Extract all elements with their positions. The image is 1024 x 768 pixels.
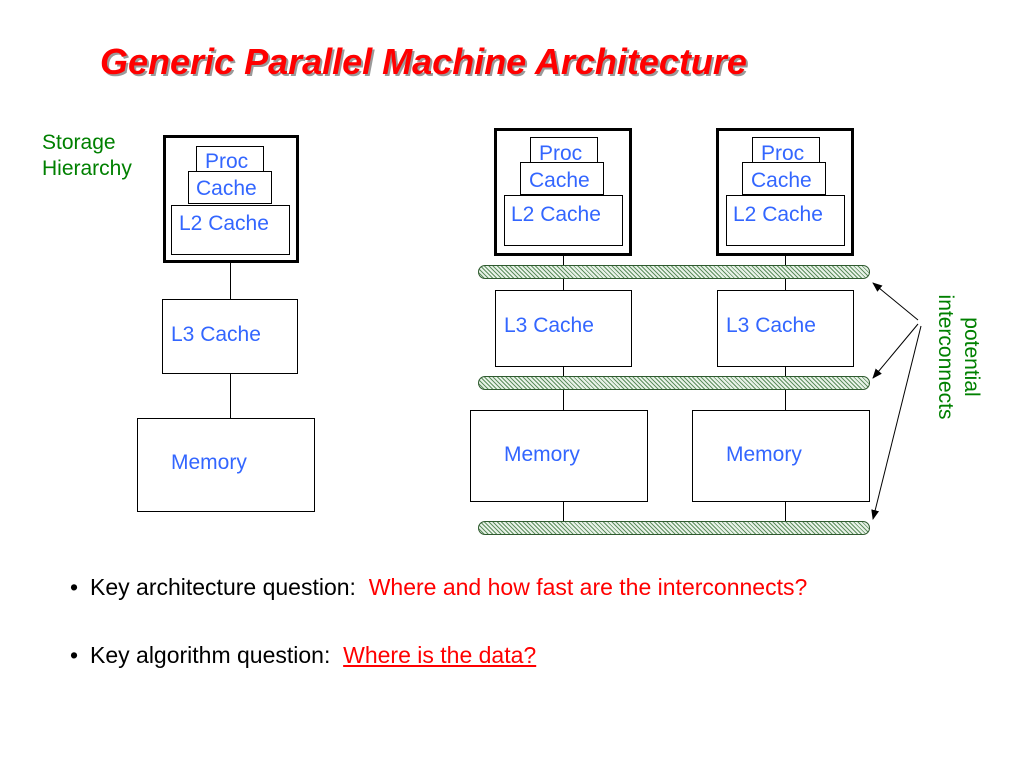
left-proc-box xyxy=(196,146,264,172)
storage-label-line1: Storage xyxy=(42,131,116,154)
node2-memory-label: Memory xyxy=(726,443,802,466)
node2-connector-bottom xyxy=(785,502,786,522)
interconnect-label-line2: interconnects xyxy=(934,294,957,420)
interconnect-label-line1: potential xyxy=(960,317,983,397)
node2-l3-box xyxy=(717,290,854,367)
left-connector-1 xyxy=(230,263,231,300)
arrow-to-bus-1 xyxy=(872,282,919,321)
arrow-to-bus-3 xyxy=(871,325,922,520)
left-cache-box xyxy=(188,171,272,204)
bullet-dot: • xyxy=(70,574,79,600)
arrow-to-bus-2 xyxy=(872,323,919,379)
node2-cache-label: Cache xyxy=(751,169,812,192)
bullet-item-2: • Key algorithm question: Where is the da… xyxy=(70,640,536,670)
potential-interconnects-label: potential interconnects xyxy=(932,282,984,432)
bullet-2-answer: Where is the data? xyxy=(343,642,537,668)
node2-cache-box xyxy=(742,162,826,195)
node1-memory-box xyxy=(470,410,648,502)
bullet-1-answer: Where and how fast are the interconnects… xyxy=(368,574,808,600)
node2-proc-box xyxy=(752,137,820,163)
node1-proc-label: Proc xyxy=(539,142,583,165)
node1-cache-label: Cache xyxy=(529,169,590,192)
storage-hierarchy-label: Storage Hierarchy xyxy=(42,130,132,182)
left-memory-label: Memory xyxy=(171,451,247,474)
left-l3-label: L3 Cache xyxy=(171,323,261,346)
node2-proc-label: Proc xyxy=(761,142,805,165)
left-memory-box xyxy=(137,418,315,512)
left-l2-box xyxy=(171,205,290,255)
left-proc-label: Proc xyxy=(205,150,249,173)
interconnect-bus-2 xyxy=(478,376,870,390)
node2-l2-box xyxy=(726,195,845,246)
node2-memory-box xyxy=(692,410,870,502)
node2-l2-label: L2 Cache xyxy=(733,203,823,226)
interconnect-bus-1 xyxy=(478,265,870,279)
interconnect-bus-3 xyxy=(478,521,870,535)
bullet-2-lead: Key algorithm question: xyxy=(90,642,331,668)
slide-title: Generic Parallel Machine Architecture xyxy=(100,41,747,82)
bullet-1-lead: Key architecture question: xyxy=(90,574,356,600)
node1-memory-label: Memory xyxy=(504,443,580,466)
node1-l2-box xyxy=(504,195,623,246)
bullet-item-1: • Key architecture question: Where and ho… xyxy=(70,572,807,602)
storage-label-line2: Hierarchy xyxy=(42,157,132,180)
left-l3-box xyxy=(162,299,298,374)
node1-l3-label: L3 Cache xyxy=(504,314,594,337)
node1-proc-box xyxy=(530,137,598,163)
node1-l3-box xyxy=(495,290,632,367)
node2-l3-label: L3 Cache xyxy=(726,314,816,337)
left-cache-label: Cache xyxy=(196,177,257,200)
bullet-dot: • xyxy=(70,642,79,668)
node1-connector-bottom xyxy=(563,502,564,522)
left-connector-2 xyxy=(230,374,231,418)
left-l2-label: L2 Cache xyxy=(179,212,269,235)
node1-l2-label: L2 Cache xyxy=(511,203,601,226)
